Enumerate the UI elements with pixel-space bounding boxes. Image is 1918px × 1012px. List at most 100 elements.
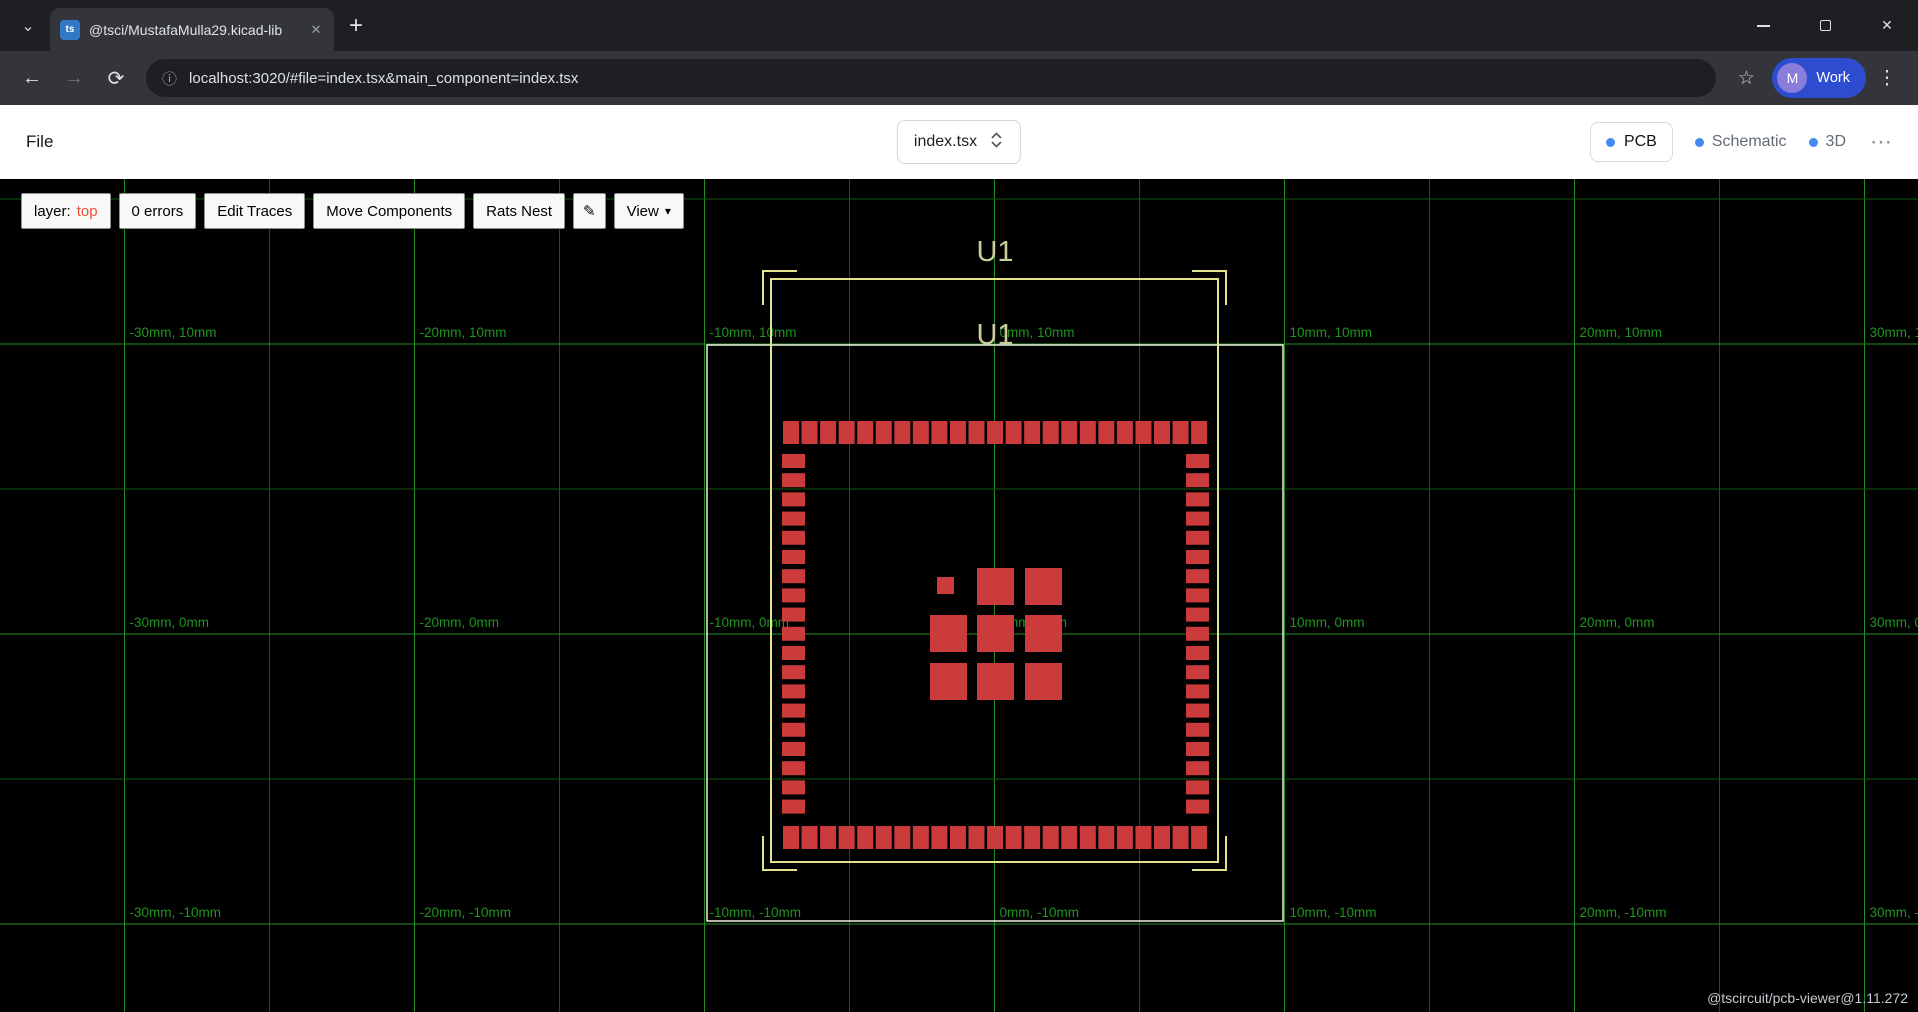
pcb-pad[interactable]	[1006, 421, 1022, 444]
edit-button[interactable]: ✎	[573, 193, 606, 229]
rats-nest-button[interactable]: Rats Nest	[473, 193, 565, 229]
pcb-pad[interactable]	[1186, 761, 1209, 775]
pcb-pad[interactable]	[1117, 421, 1133, 444]
pcb-component-u1[interactable]	[0, 179, 1918, 1012]
pcb-pad[interactable]	[783, 421, 799, 444]
pcb-pad[interactable]	[783, 826, 799, 849]
pcb-pad[interactable]	[1025, 568, 1062, 605]
pcb-pad[interactable]	[1191, 421, 1207, 444]
pcb-pad[interactable]	[857, 826, 873, 849]
pcb-pad[interactable]	[913, 421, 929, 444]
pcb-pad[interactable]	[782, 684, 805, 698]
tab-3d[interactable]: 3D	[1809, 133, 1846, 151]
pcb-pad[interactable]	[894, 421, 910, 444]
pcb-pad[interactable]	[782, 550, 805, 564]
pcb-pad[interactable]	[1186, 550, 1209, 564]
edit-traces-button[interactable]: Edit Traces	[204, 193, 305, 229]
pcb-pad[interactable]	[876, 421, 892, 444]
pcb-pad[interactable]	[782, 780, 805, 794]
pcb-pad[interactable]	[1024, 421, 1040, 444]
pcb-pad[interactable]	[1080, 421, 1096, 444]
close-window-button[interactable]: ✕	[1856, 0, 1918, 51]
pcb-pad[interactable]	[782, 704, 805, 718]
pcb-pad[interactable]	[931, 421, 947, 444]
pcb-canvas[interactable]: -30mm, 10mm-30mm, 0mm-30mm, -10mm-20mm, …	[0, 179, 1918, 1012]
pcb-pad[interactable]	[1186, 742, 1209, 756]
pcb-pad[interactable]	[950, 826, 966, 849]
pcb-pad[interactable]	[782, 473, 805, 487]
errors-button[interactable]: 0 errors	[119, 193, 197, 229]
tab-schematic[interactable]: Schematic	[1695, 133, 1787, 151]
pcb-pad[interactable]	[820, 421, 836, 444]
reload-button[interactable]: ⟳	[96, 58, 136, 98]
layer-button[interactable]: layer: top	[21, 193, 111, 229]
pcb-pad[interactable]	[1186, 780, 1209, 794]
pcb-pad[interactable]	[876, 826, 892, 849]
pcb-pad[interactable]	[1043, 826, 1059, 849]
pcb-pad[interactable]	[987, 421, 1003, 444]
pcb-pad[interactable]	[1186, 454, 1209, 468]
pcb-pad[interactable]	[839, 421, 855, 444]
pcb-pad[interactable]	[894, 826, 910, 849]
new-tab-button[interactable]: +	[338, 8, 374, 44]
pcb-pad[interactable]	[1135, 826, 1151, 849]
pcb-pad[interactable]	[1117, 826, 1133, 849]
tab-close-icon[interactable]: ✕	[306, 20, 326, 40]
site-info-icon[interactable]: ⓘ	[162, 68, 177, 89]
pcb-pad[interactable]	[937, 577, 954, 594]
pcb-pad[interactable]	[1043, 421, 1059, 444]
browser-tab[interactable]: ts @tsci/MustafaMulla29.kicad-lib ✕	[50, 8, 334, 51]
address-bar[interactable]: ⓘ localhost:3020/#file=index.tsx&main_co…	[146, 59, 1716, 97]
pcb-pad[interactable]	[1135, 421, 1151, 444]
file-menu[interactable]: File	[26, 132, 53, 152]
forward-button[interactable]: →	[54, 58, 94, 98]
profile-chip[interactable]: M Work	[1772, 58, 1866, 98]
bookmark-button[interactable]: ☆	[1726, 58, 1766, 98]
tab-search-button[interactable]: ⌄	[10, 8, 46, 44]
pcb-pad[interactable]	[802, 421, 818, 444]
pcb-pad[interactable]	[1173, 826, 1189, 849]
pcb-pad[interactable]	[950, 421, 966, 444]
pcb-pad[interactable]	[782, 531, 805, 545]
pcb-pad[interactable]	[969, 826, 985, 849]
pcb-pad[interactable]	[782, 454, 805, 468]
pcb-pad[interactable]	[1186, 512, 1209, 526]
pcb-pad[interactable]	[782, 492, 805, 506]
pcb-pad[interactable]	[987, 826, 1003, 849]
tab-pcb[interactable]: PCB	[1590, 122, 1673, 162]
pcb-pad[interactable]	[1186, 684, 1209, 698]
pcb-pad[interactable]	[1186, 569, 1209, 583]
browser-menu-button[interactable]: ⋮	[1868, 58, 1906, 98]
minimize-button[interactable]	[1732, 0, 1794, 51]
pcb-pad[interactable]	[1186, 531, 1209, 545]
pcb-pad[interactable]	[969, 421, 985, 444]
pcb-pad[interactable]	[977, 663, 1014, 700]
pcb-pad[interactable]	[931, 826, 947, 849]
pcb-pad[interactable]	[1173, 421, 1189, 444]
pcb-pad[interactable]	[1186, 492, 1209, 506]
pcb-pad[interactable]	[1186, 665, 1209, 679]
view-menu-button[interactable]: View ▾	[614, 193, 684, 229]
pcb-pad[interactable]	[977, 615, 1014, 652]
pcb-pad[interactable]	[1098, 826, 1114, 849]
pcb-pad[interactable]	[857, 421, 873, 444]
maximize-button[interactable]	[1794, 0, 1856, 51]
pcb-pad[interactable]	[1186, 473, 1209, 487]
pcb-pad[interactable]	[820, 826, 836, 849]
pcb-pad[interactable]	[1061, 826, 1077, 849]
pcb-pad[interactable]	[782, 742, 805, 756]
pcb-pad[interactable]	[782, 588, 805, 602]
pcb-pad[interactable]	[782, 800, 805, 814]
move-components-button[interactable]: Move Components	[313, 193, 465, 229]
pcb-pad[interactable]	[913, 826, 929, 849]
pcb-pad[interactable]	[782, 608, 805, 622]
pcb-pad[interactable]	[930, 615, 967, 652]
pcb-pad[interactable]	[1186, 627, 1209, 641]
more-options-button[interactable]: ⋯	[1870, 129, 1892, 155]
pcb-pad[interactable]	[839, 826, 855, 849]
pcb-pad[interactable]	[1186, 704, 1209, 718]
pcb-pad[interactable]	[1154, 826, 1170, 849]
component-selector[interactable]: index.tsx	[897, 120, 1021, 164]
pcb-pad[interactable]	[1061, 421, 1077, 444]
pcb-pad[interactable]	[1191, 826, 1207, 849]
